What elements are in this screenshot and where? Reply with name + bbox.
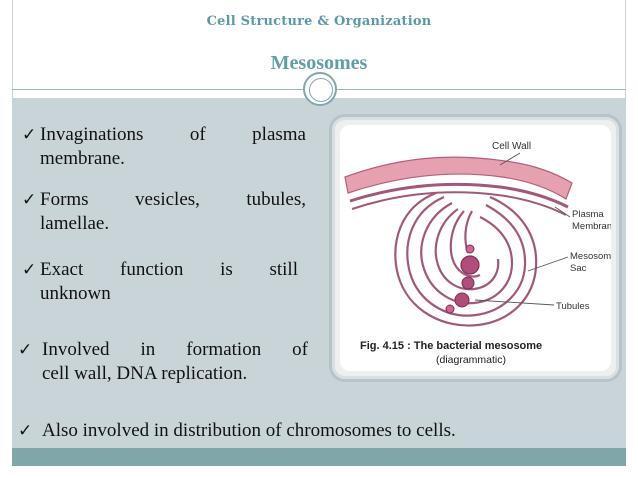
checkmark-icon: ✓: [18, 340, 33, 360]
label-mesosome: Mesosome: [570, 251, 611, 262]
bullet-word: Exact: [40, 259, 84, 280]
bullet-word: vesicles,: [135, 189, 200, 210]
bullet-word: in: [140, 339, 156, 360]
vesicle-large: [460, 255, 480, 275]
bullet-word: function: [120, 259, 184, 280]
course-title: Cell Structure & Organization: [206, 14, 432, 29]
vesicle-small: [465, 244, 475, 254]
figure-frame: Cell Wall Plasma Membrane Mesosome Sac T…: [329, 114, 622, 382]
cell-wall-band: [344, 156, 573, 200]
bullet-word: formation: [186, 339, 262, 360]
label-membrane: Membrane: [572, 221, 611, 232]
bullet-word: tubules,: [246, 189, 306, 210]
vesicle-medium: [454, 292, 470, 308]
bullet-word: Invaginations: [40, 124, 144, 145]
checkmark-icon: ✓: [22, 260, 37, 280]
bullet-distribution: ✓ Also involved in distribution of chrom…: [18, 419, 578, 443]
bullet-involved-formation: ✓ Involved in formation of cell wall, DN…: [18, 338, 308, 386]
mesosome-diagram: Cell Wall Plasma Membrane Mesosome Sac T…: [344, 141, 617, 366]
label-tubules: Tubules: [556, 301, 590, 312]
bullet-word: Forms: [40, 189, 89, 210]
plasma-membrane-outer: [349, 182, 569, 209]
bullet-word: plasma: [252, 124, 306, 145]
figure-image: Cell Wall Plasma Membrane Mesosome Sac T…: [340, 125, 617, 371]
bullet-word: of: [189, 124, 206, 145]
bullet-word: Involved: [42, 339, 110, 360]
leader-lines: [474, 152, 571, 306]
bullet-exact-function: ✓ Exact function is still unknown: [22, 258, 298, 306]
footer-bar: [12, 448, 626, 466]
checkmark-icon: ✓: [18, 421, 33, 441]
bullet-word: cell wall, DNA replication.: [42, 363, 248, 384]
bullet-invaginations: ✓ Invaginations of plasma membrane.: [22, 123, 306, 171]
vesicle-medium: [461, 276, 475, 290]
plasma-membrane-inner: [351, 191, 567, 216]
bullet-word: of: [292, 339, 308, 360]
checkmark-icon: ✓: [22, 190, 37, 210]
figure-caption: Fig. 4.15 : The bacterial mesosome: [360, 340, 542, 352]
bullet-word: membrane.: [40, 148, 125, 169]
figure-caption-sub: (diagrammatic): [436, 354, 506, 366]
bullet-word: is: [220, 259, 233, 280]
vesicle-small: [445, 304, 455, 314]
checkmark-icon: ✓: [22, 125, 37, 145]
bullet-word: still: [269, 259, 298, 280]
label-cell-wall: Cell Wall: [492, 141, 531, 152]
label-sac: Sac: [570, 263, 587, 274]
bullet-forms-vesicles: ✓ Forms vesicles, tubules, lamellae.: [22, 188, 306, 236]
mesosome-folds: [394, 191, 538, 327]
slide-title: Mesosomes: [270, 52, 368, 74]
bullet-word: unknown: [40, 283, 111, 304]
label-plasma: Plasma: [572, 209, 604, 220]
bullet-word: Also involved in distribution of chromos…: [42, 420, 456, 441]
bullet-word: lamellae.: [40, 213, 110, 234]
title-ring-ornament: [303, 72, 337, 106]
